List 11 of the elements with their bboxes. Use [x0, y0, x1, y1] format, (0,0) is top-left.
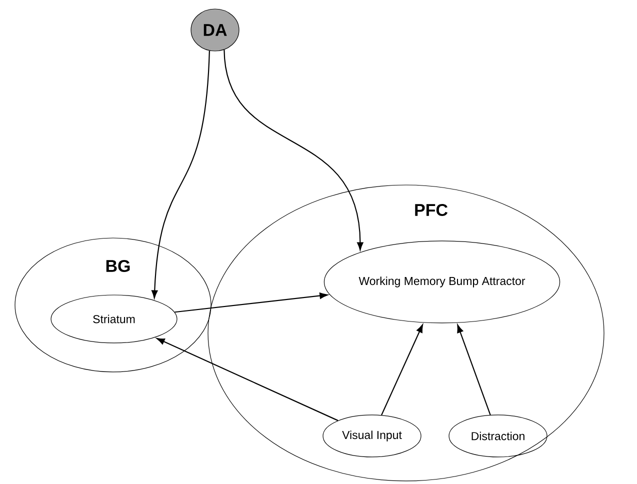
ellipse-node: Visual Input	[322, 414, 422, 458]
arrow	[381, 324, 423, 416]
arrow	[457, 324, 491, 416]
ellipse-node: Working Memory Bump Attractor	[324, 240, 560, 324]
arrow	[174, 292, 328, 313]
ellipse-node: Distraction	[448, 414, 548, 458]
arrow	[156, 338, 338, 422]
ellipse-node: Striatum	[50, 294, 178, 344]
arrow	[152, 50, 210, 298]
arrow	[224, 50, 364, 250]
ellipse-node: DA	[190, 8, 240, 52]
